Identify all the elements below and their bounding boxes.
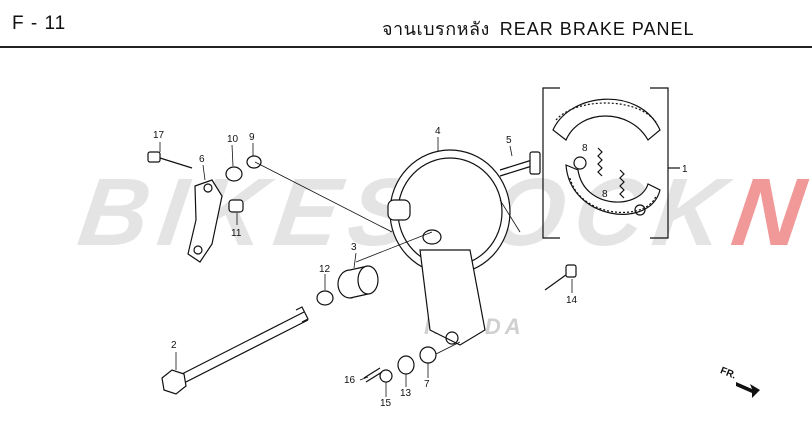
spring-8-upper <box>597 147 603 177</box>
callout-9: 9 <box>249 132 255 143</box>
pin-5 <box>499 151 541 177</box>
brake-shoes <box>552 98 661 216</box>
callout-14: 14 <box>566 295 578 306</box>
axle-2 <box>161 306 309 395</box>
callout-8a: 8 <box>582 143 588 154</box>
washer-9 <box>246 155 262 169</box>
header-rule <box>0 46 812 48</box>
cotter-pin-16 <box>363 367 383 383</box>
callout-2: 2 <box>171 340 177 351</box>
callout-labels: 1 2 3 4 5 6 7 8 8 9 10 11 12 13 14 15 16… <box>153 126 688 409</box>
forward-arrow-icon <box>736 382 760 398</box>
callout-10: 10 <box>227 134 239 145</box>
callout-6: 6 <box>199 154 205 165</box>
page-header: F - 11 จานเบรกหลัง REAR BRAKE PANEL <box>0 0 812 46</box>
nut-11 <box>228 199 244 213</box>
bolt-17 <box>147 151 193 169</box>
callout-1: 1 <box>682 164 688 175</box>
figure-title: จานเบรกหลัง REAR BRAKE PANEL <box>382 14 695 43</box>
callout-3: 3 <box>351 242 357 253</box>
callout-12: 12 <box>319 264 331 275</box>
callout-13: 13 <box>400 388 412 399</box>
callout-8b: 8 <box>602 189 608 200</box>
washer-7 <box>419 346 437 364</box>
callout-11: 11 <box>231 228 242 239</box>
bolt-14 <box>544 264 577 291</box>
title-thai: จานเบรกหลัง <box>382 19 490 39</box>
callout-17: 17 <box>153 130 165 141</box>
seal-10 <box>225 166 243 182</box>
arm-6 <box>187 179 223 263</box>
callout-5: 5 <box>506 135 512 146</box>
bracket-part-1 <box>542 87 560 239</box>
figure-code: F - 11 <box>12 13 67 34</box>
title-english: REAR BRAKE PANEL <box>499 19 695 39</box>
callout-4: 4 <box>435 126 441 137</box>
washer-12 <box>316 290 334 306</box>
callout-7: 7 <box>424 379 430 390</box>
callout-16: 16 <box>344 375 356 386</box>
spacer-3 <box>337 265 379 299</box>
nut-13 <box>397 355 415 375</box>
spring-8-lower <box>619 169 625 199</box>
callout-15: 15 <box>380 398 392 409</box>
brake-panel-4 <box>387 149 511 346</box>
